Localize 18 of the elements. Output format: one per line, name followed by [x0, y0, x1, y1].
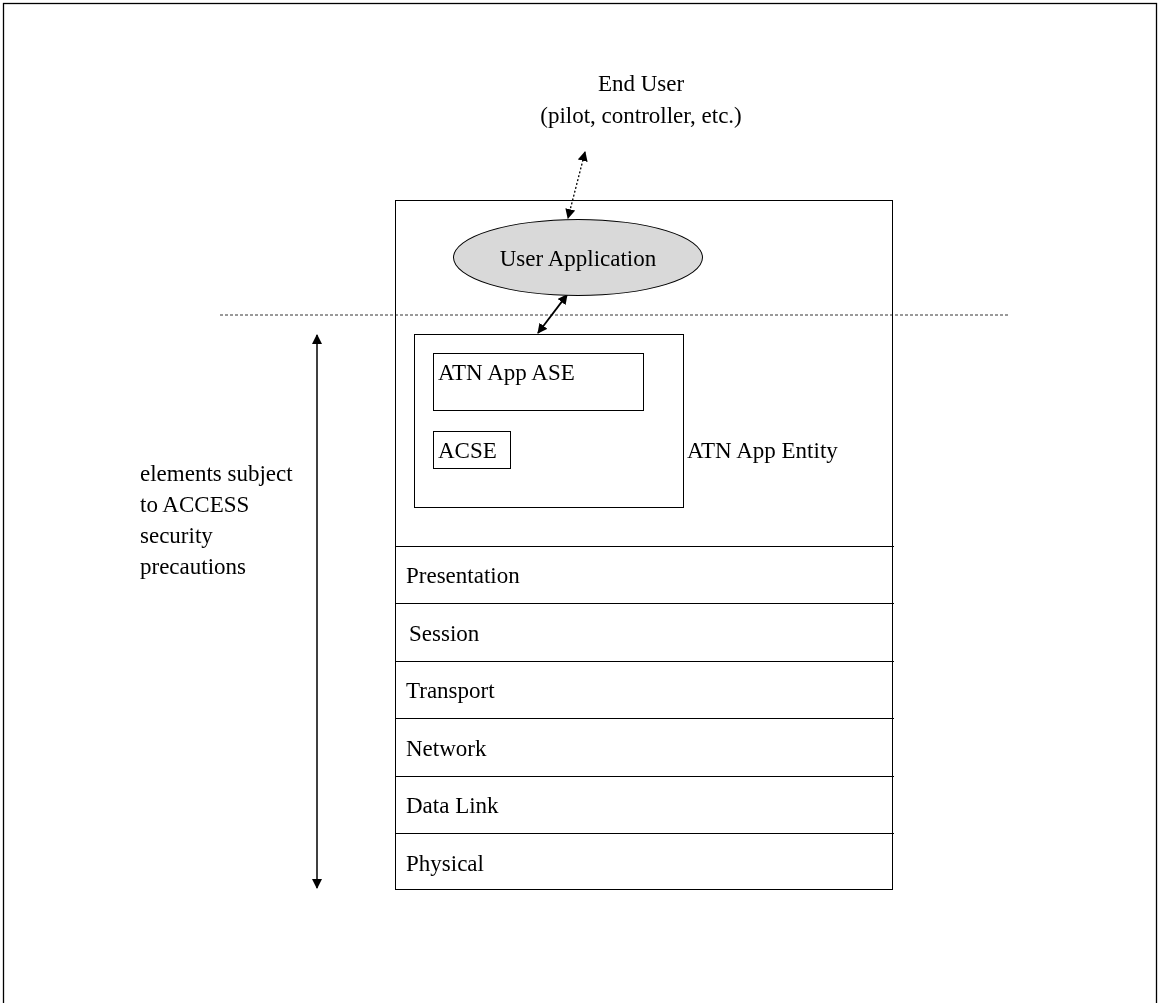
connector-arrow [565, 151, 588, 220]
entity-label: ATN App Entity [687, 437, 838, 465]
layer-label: Data Link [406, 791, 499, 820]
connector-arrow [537, 294, 568, 334]
layer-label: Network [406, 734, 487, 762]
component-box [433, 431, 511, 469]
layer-label: Physical [406, 849, 484, 878]
layer-label: Transport [406, 676, 495, 705]
protocol-stack-box [395, 200, 893, 890]
end-user-examples: (pilot, controller, etc.) [539, 102, 743, 130]
node-label: User Application [498, 244, 658, 273]
component-label: ATN App ASE [438, 359, 575, 387]
note-text: elements subject to ACCESS security precautions [140, 460, 294, 581]
end-user-label: End User [596, 70, 686, 98]
component-box [433, 353, 644, 411]
layer-label: Session [409, 619, 480, 647]
component-label: ACSE [438, 437, 497, 465]
layer-label: Presentation [406, 561, 520, 590]
